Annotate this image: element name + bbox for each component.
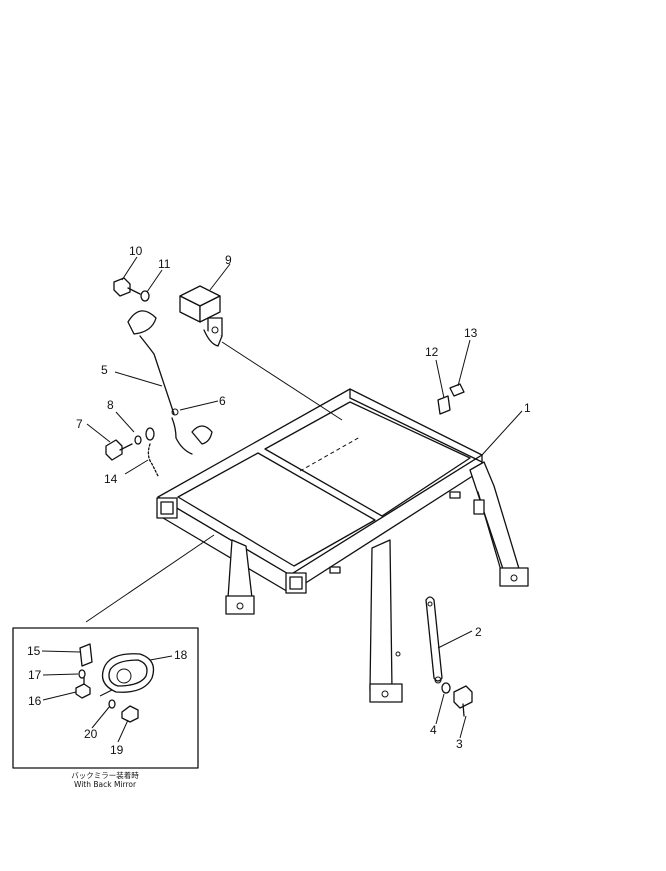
canopy-frame (156, 388, 529, 703)
caption-japanese: バックミラー装着時 (71, 770, 139, 780)
back-mirror-inset (12, 534, 215, 769)
bulb-6 (171, 408, 213, 455)
work-lamp (127, 310, 157, 335)
label-1: 1 (524, 401, 531, 415)
label-19: 19 (110, 743, 124, 757)
label-9: 9 (225, 253, 232, 267)
inset-caption: バックミラー装着時 With Back Mirror (71, 770, 139, 789)
wire-5 (139, 335, 175, 415)
label-3: 3 (456, 737, 463, 751)
label-17: 17 (28, 668, 42, 682)
part-number-labels: 1 2 3 4 5 6 7 8 9 10 11 12 13 14 15 16 1… (27, 244, 531, 757)
label-16: 16 (28, 694, 42, 708)
cord-14 (147, 443, 159, 477)
washer-4 (441, 682, 451, 694)
label-14: 14 (104, 472, 118, 486)
label-5: 5 (101, 363, 108, 377)
label-6: 6 (219, 394, 226, 408)
washer-11 (140, 290, 150, 302)
label-2: 2 (475, 625, 482, 639)
label-18: 18 (174, 648, 188, 662)
washer-8 (134, 427, 155, 445)
clip-12 (437, 395, 451, 415)
label-13: 13 (464, 326, 478, 340)
label-12: 12 (425, 345, 439, 359)
label-20: 20 (84, 727, 98, 741)
bolt-13 (449, 383, 465, 397)
label-11: 11 (158, 257, 171, 271)
bolt-7 (105, 439, 133, 461)
label-4: 4 (430, 723, 437, 737)
leader-lines (41, 256, 523, 743)
stay-bar (425, 596, 443, 684)
bolt-10 (113, 277, 141, 297)
label-10: 10 (129, 244, 143, 258)
lamp-bracket-9 (179, 285, 223, 347)
bolt-3 (453, 685, 473, 717)
caption-english: With Back Mirror (74, 780, 137, 789)
label-8: 8 (107, 398, 114, 412)
label-7: 7 (76, 417, 83, 431)
label-15: 15 (27, 644, 41, 658)
